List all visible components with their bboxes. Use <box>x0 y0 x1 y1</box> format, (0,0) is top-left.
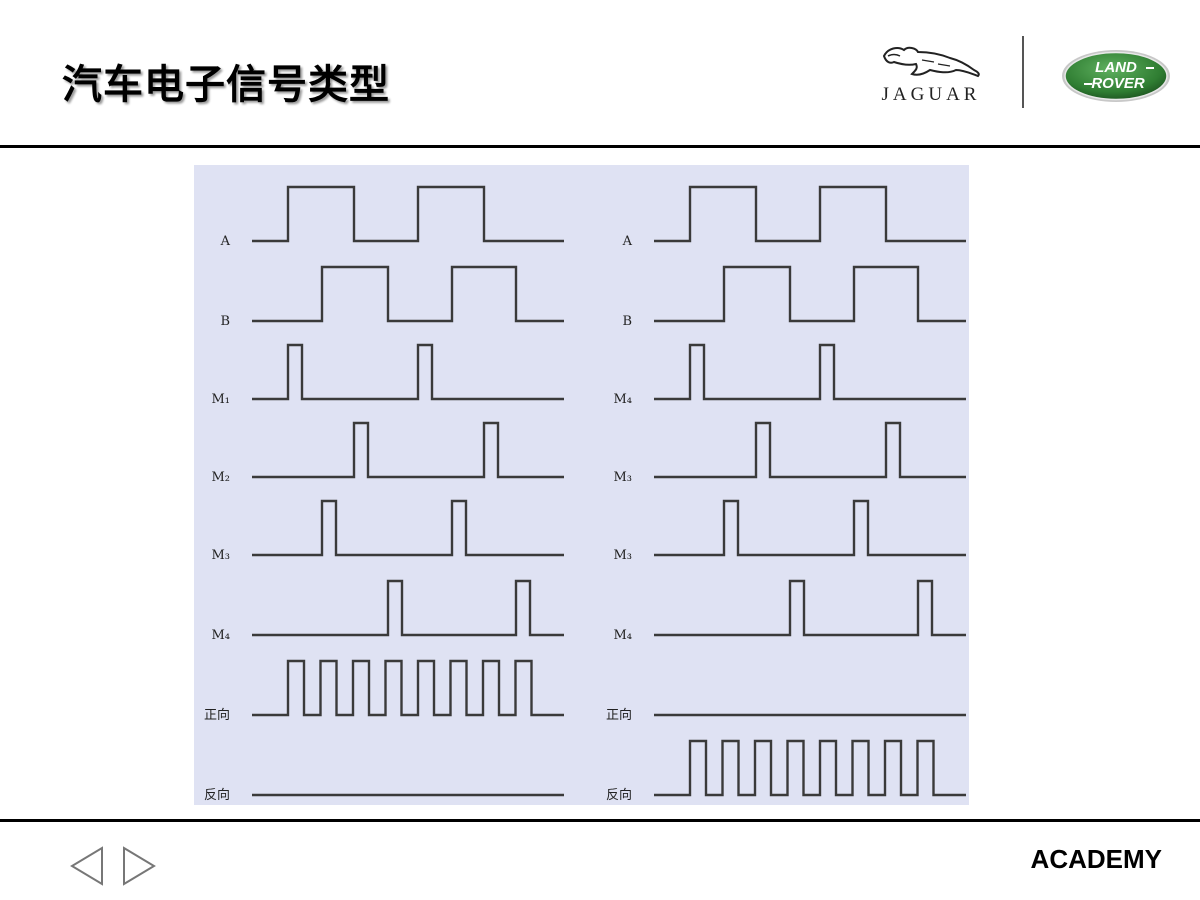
signal-waveform <box>654 265 966 323</box>
signal-waveform <box>654 185 966 243</box>
signal-waveform <box>654 343 966 401</box>
footer-divider <box>0 819 1200 822</box>
signal-waveform <box>252 499 564 557</box>
jaguar-logo: JAGUAR <box>872 40 990 108</box>
signal-label: M₁ <box>211 392 230 407</box>
signal-label: M₂ <box>211 470 230 485</box>
signal-waveform <box>252 265 564 323</box>
next-slide-icon[interactable] <box>120 845 158 887</box>
signal-waveform <box>654 579 966 637</box>
land-rover-logo: LAND ROVER <box>1060 48 1172 104</box>
signal-waveform <box>252 343 564 401</box>
signal-label: A <box>220 234 231 249</box>
jaguar-leaper-icon <box>882 46 980 78</box>
signal-label: 反向 <box>606 787 632 803</box>
signal-waveform <box>654 421 966 479</box>
signal-waveform <box>252 185 564 243</box>
signal-label: A <box>622 234 633 249</box>
previous-slide-icon[interactable] <box>68 845 106 887</box>
jaguar-wordmark: JAGUAR <box>881 84 981 105</box>
header-divider <box>0 145 1200 148</box>
signal-waveform <box>252 579 564 637</box>
signal-label: M₃ <box>613 470 632 485</box>
academy-label: ACADEMY <box>1030 844 1162 874</box>
signal-waveform <box>654 739 966 797</box>
signal-label: M₃ <box>613 548 632 563</box>
slide-title: 汽车电子信号类型 <box>62 62 390 108</box>
signal-waveform <box>252 659 564 717</box>
signal-label: M₃ <box>211 548 230 563</box>
signal-label: M₄ <box>613 628 632 643</box>
signal-label: M₄ <box>211 628 230 643</box>
signal-label: M₄ <box>613 392 632 407</box>
logo-divider <box>1022 36 1024 108</box>
signal-label: B <box>622 314 632 329</box>
signal-label: 正向 <box>606 707 632 723</box>
signal-label: 正向 <box>204 707 230 723</box>
land-rover-line2: ROVER <box>1091 75 1145 92</box>
signal-label: B <box>220 314 230 329</box>
signal-waveform <box>252 421 564 479</box>
signal-waveform <box>654 499 966 557</box>
signal-timing-diagram: A B M₁ M₂ M₃ M₄ 正向反向 A B M₄ M₃ M₃ M₄ 正向反向 <box>194 165 969 805</box>
signal-label: 反向 <box>204 787 230 803</box>
land-rover-line1: LAND <box>1095 59 1137 76</box>
